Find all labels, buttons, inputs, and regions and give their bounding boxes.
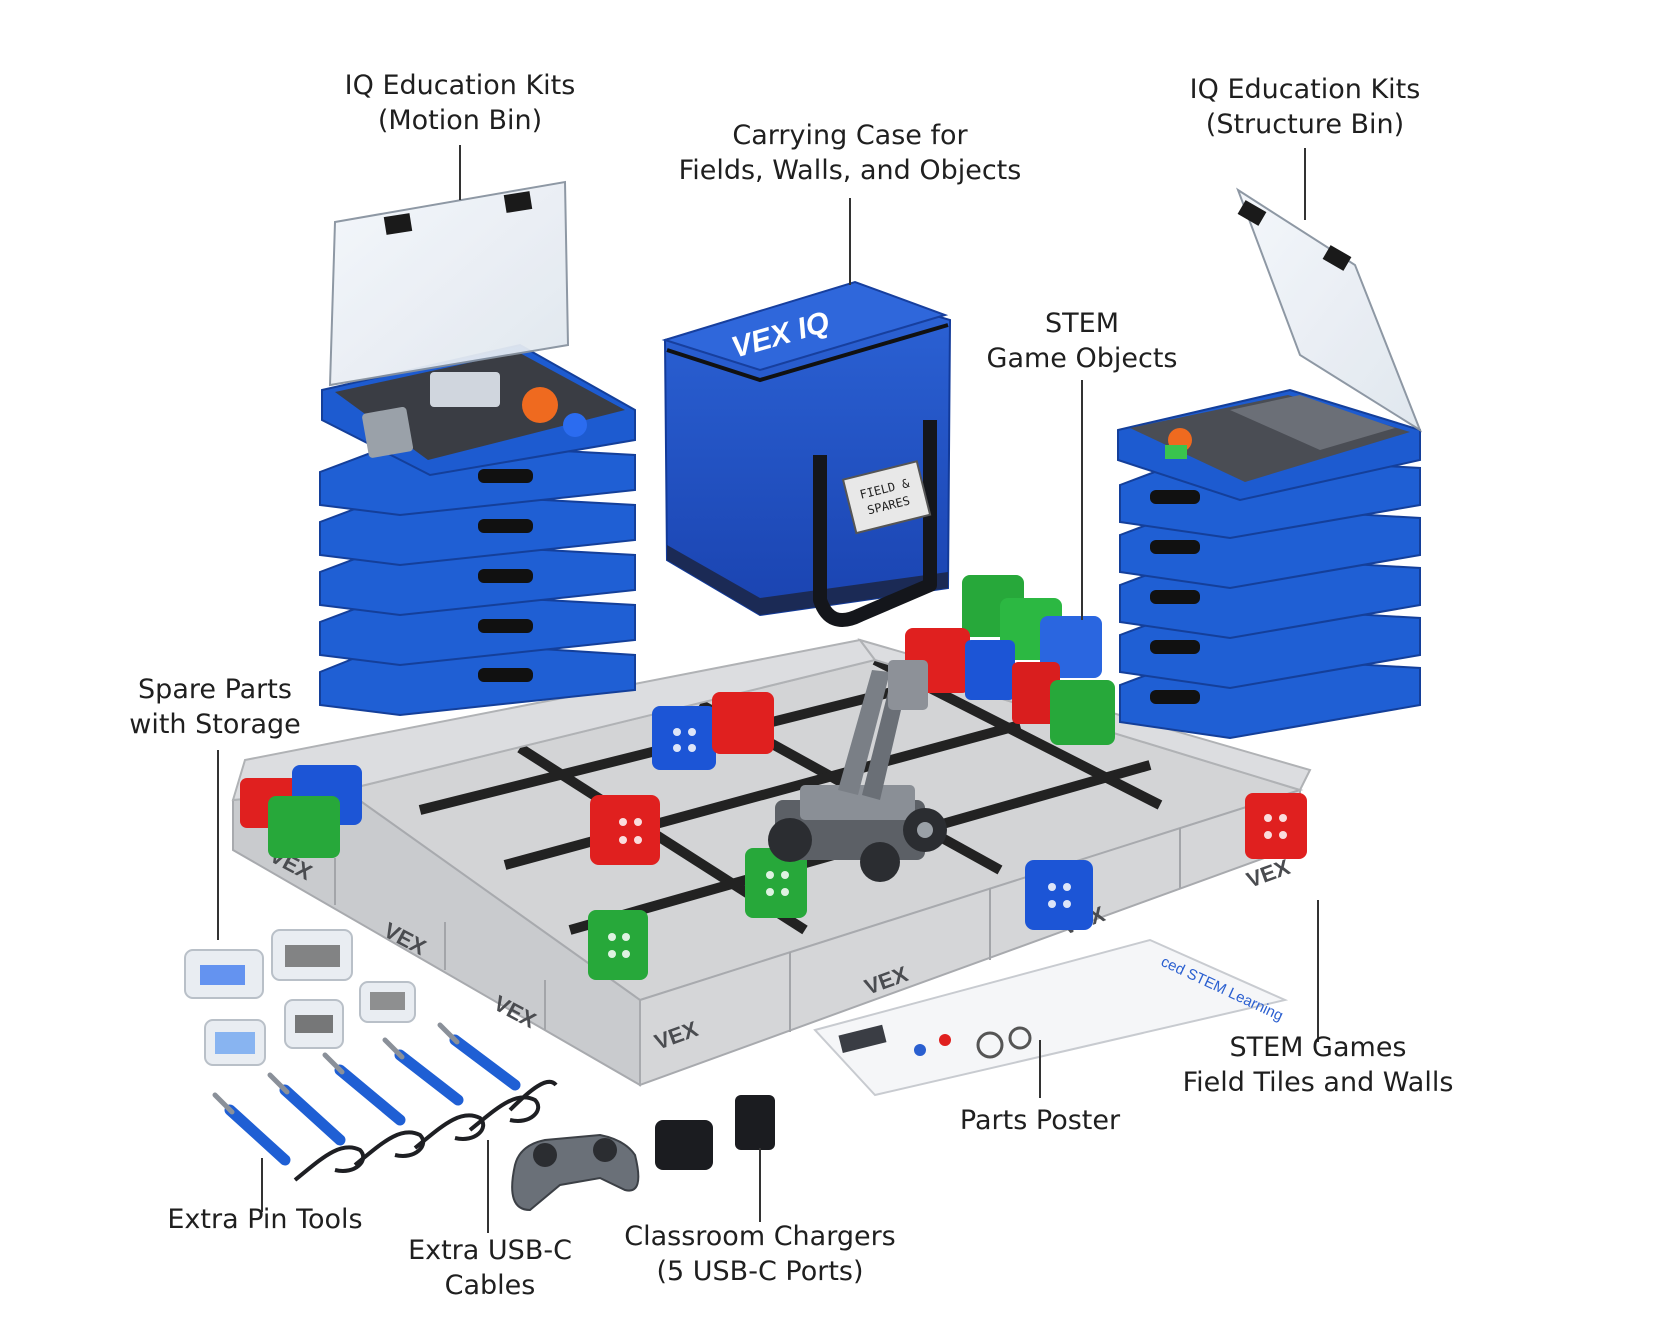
carrying-case: FIELD & SPARES VEX IQ — [661, 280, 952, 627]
cube-green — [745, 848, 807, 918]
spare-parts-containers — [184, 929, 416, 1066]
cube-blue — [652, 706, 716, 770]
cube-blue — [965, 640, 1015, 700]
label-pin-tools: Extra Pin Tools — [140, 1202, 390, 1237]
label-usb-cables: Extra USB-C Cables — [385, 1233, 595, 1303]
label-carrying-case: Carrying Case for Fields, Walls, and Obj… — [670, 118, 1030, 188]
label-chargers: Classroom Chargers (5 USB-C Ports) — [610, 1219, 910, 1289]
cube-blue — [1025, 860, 1093, 930]
label-field-tiles-line2: Field Tiles and Walls — [1182, 1067, 1454, 1098]
label-field-tiles: STEM Games Field Tiles and Walls — [1158, 1030, 1478, 1100]
usb-cables — [293, 1079, 558, 1182]
robot — [768, 660, 947, 882]
cube-green — [588, 910, 648, 980]
label-spare-parts: Spare Parts with Storage — [110, 672, 320, 742]
label-field-tiles-line1: STEM Games — [1229, 1032, 1407, 1063]
game-cubes — [240, 575, 1307, 980]
label-structure-bin-line2: (Structure Bin) — [1205, 109, 1405, 140]
label-spare-parts-line1: Spare Parts — [138, 674, 292, 705]
label-parts-poster: Parts Poster — [930, 1103, 1150, 1138]
label-motion-bin-line2: (Motion Bin) — [377, 105, 543, 136]
label-game-objects-line2: Game Objects — [986, 343, 1178, 374]
label-usb-cables-line2: Cables — [444, 1270, 536, 1301]
label-chargers-line1: Classroom Chargers — [624, 1221, 896, 1252]
bin-tray — [319, 440, 636, 517]
leader-lines — [217, 145, 1319, 1233]
motion-bin-stack — [319, 180, 636, 717]
structure-bin-stack — [1117, 187, 1423, 740]
label-motion-bin: IQ Education Kits (Motion Bin) — [330, 68, 590, 138]
cube-red — [1012, 662, 1060, 724]
label-motion-bin-line1: IQ Education Kits — [344, 70, 576, 101]
structure-bin-lid — [1236, 187, 1423, 433]
label-structure-bin: IQ Education Kits (Structure Bin) — [1170, 72, 1440, 142]
label-spare-parts-line2: with Storage — [129, 709, 301, 740]
cube-green — [268, 796, 340, 858]
pin-tools — [212, 1022, 521, 1166]
label-pin-tools-line1: Extra Pin Tools — [167, 1204, 363, 1235]
cube-red — [712, 692, 774, 754]
case-top — [661, 280, 949, 372]
label-game-objects: STEM Game Objects — [972, 306, 1192, 376]
chargers — [655, 1095, 775, 1170]
label-carrying-case-line1: Carrying Case for — [732, 120, 968, 151]
label-carrying-case-line2: Fields, Walls, and Objects — [678, 155, 1022, 186]
cube-red — [590, 795, 660, 865]
cube-green — [1050, 680, 1115, 745]
cube-red — [1245, 793, 1307, 859]
label-structure-bin-line1: IQ Education Kits — [1189, 74, 1421, 105]
label-parts-poster-line1: Parts Poster — [959, 1105, 1121, 1136]
case-tag: FIELD & SPARES — [841, 460, 932, 535]
label-game-objects-line1: STEM — [1045, 308, 1119, 339]
label-usb-cables-line1: Extra USB-C — [408, 1235, 572, 1266]
label-chargers-line2: (5 USB-C Ports) — [656, 1256, 864, 1287]
controller — [511, 1133, 640, 1212]
